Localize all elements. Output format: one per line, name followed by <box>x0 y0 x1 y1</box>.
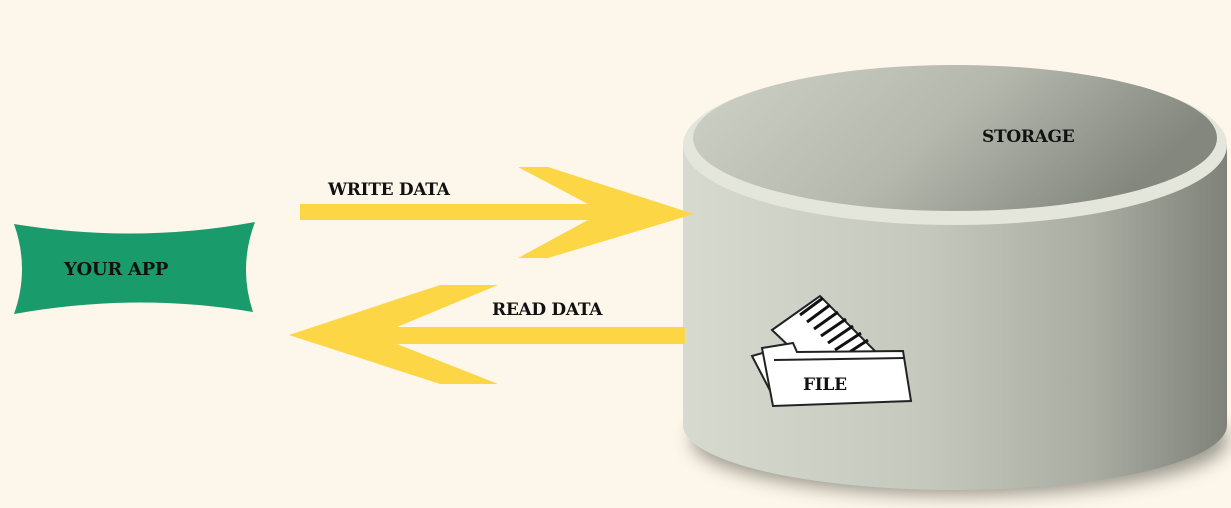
file-label: FILE <box>803 375 847 395</box>
write-label: WRITE DATA <box>328 180 450 200</box>
write-arrow[interactable] <box>300 167 694 258</box>
app-label: YOUR APP <box>64 259 169 280</box>
read-label: READ DATA <box>492 300 603 320</box>
folder-with-documents-icon[interactable] <box>750 294 913 408</box>
storage-label: STORAGE <box>982 127 1075 147</box>
storage-cylinder-icon <box>683 65 1227 490</box>
read-arrow[interactable] <box>289 285 685 384</box>
app-shape[interactable] <box>14 222 255 314</box>
